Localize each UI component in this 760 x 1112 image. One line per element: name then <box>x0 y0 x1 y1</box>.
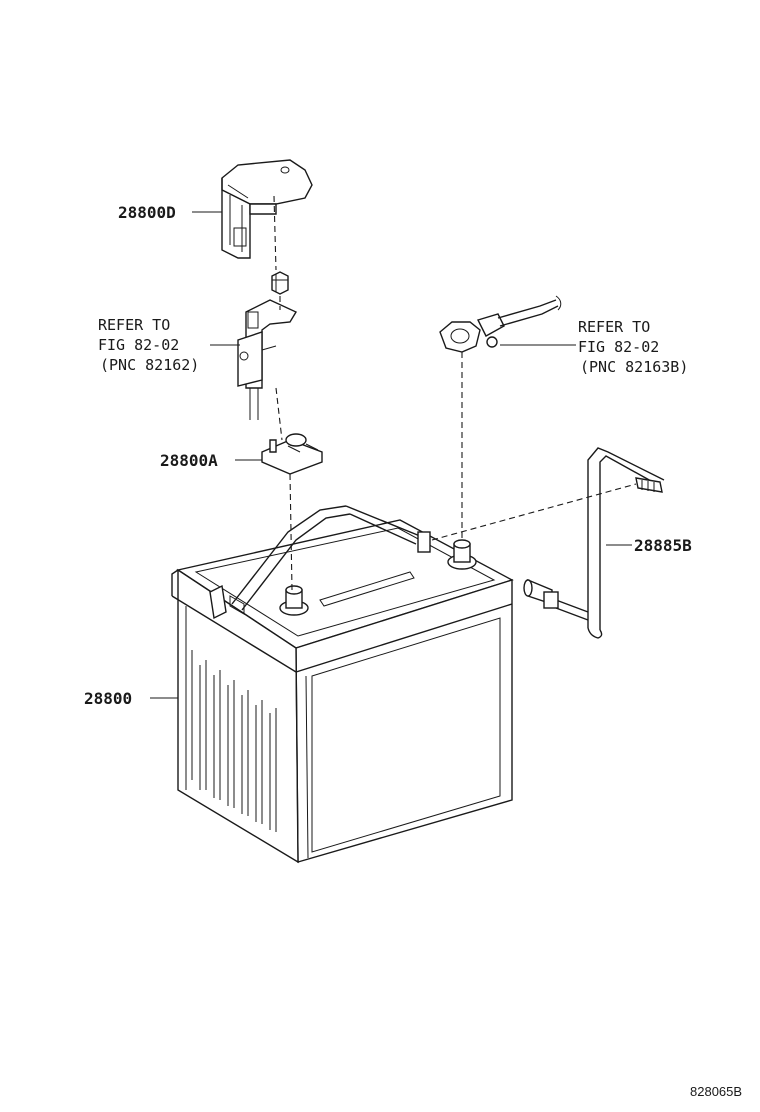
part-label-28800a: 28800A <box>160 451 218 470</box>
part-label-28800d: 28800D <box>118 203 176 222</box>
terminal-clamp-28800a <box>261 433 323 475</box>
assembly-guide-lines <box>273 195 637 591</box>
ref-left-line3: (PNC 82162) <box>100 356 199 374</box>
part-label-28800: 28800 <box>84 689 132 708</box>
ref-left-line2: FIG 82-02 <box>98 336 179 354</box>
ref-left-line1: REFER TO <box>98 316 170 334</box>
terminal-cover-28800d <box>221 159 313 259</box>
positive-terminal-connector <box>237 299 298 420</box>
ref-right-line1: REFER TO <box>578 318 650 336</box>
negative-battery-cable <box>439 295 562 353</box>
terminal-nut <box>271 271 289 295</box>
ref-right-line3: (PNC 82163B) <box>580 358 688 376</box>
part-label-28885b: 28885B <box>634 536 692 555</box>
battery-28800 <box>171 505 514 864</box>
leader-lines <box>150 211 632 699</box>
illustration-code: 828065B <box>690 1084 742 1099</box>
ref-right-line2: FIG 82-02 <box>578 338 659 356</box>
vent-hose-28885b <box>523 447 665 639</box>
